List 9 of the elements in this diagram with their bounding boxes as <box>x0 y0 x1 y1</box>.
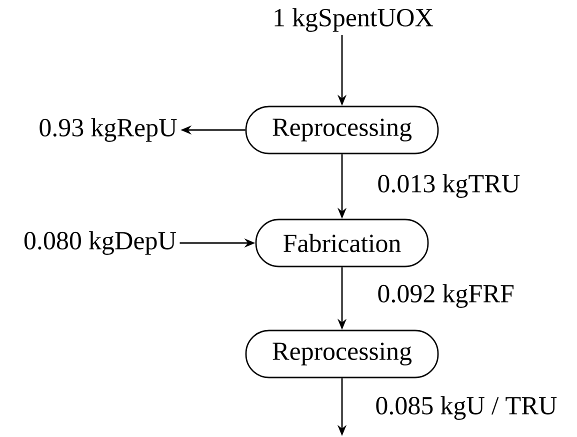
process-box: Fabrication <box>255 218 429 268</box>
quantity-text: 1 kgSpentUOX <box>274 8 434 32</box>
quantity-text: 0.93 kgRepU <box>40 118 177 142</box>
edge-label: 0.092 kgFRF <box>376 283 516 309</box>
process-box: Reprocessing <box>245 106 439 154</box>
process-box: Reprocessing <box>245 330 439 378</box>
quantity-text: 0.080 kgDepU <box>24 231 176 255</box>
edge-label: 0.013 kgTRU <box>376 173 522 199</box>
edge-label: 0.085 kgU / TRU <box>374 395 558 421</box>
